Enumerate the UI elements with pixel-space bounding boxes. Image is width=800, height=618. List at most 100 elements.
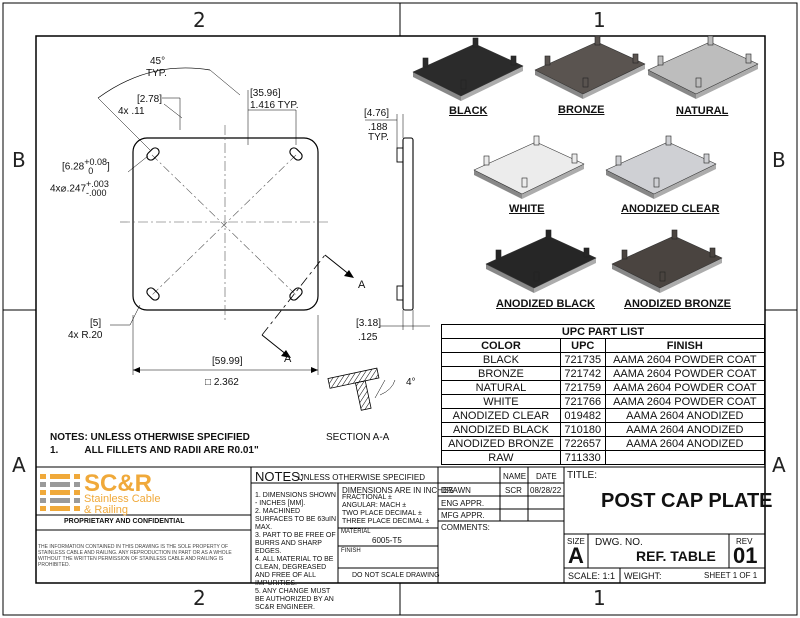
dwg-no-label: DWG. NO.	[595, 537, 643, 548]
material-value: 6005-T5	[372, 536, 402, 545]
upc-cell-upc: 721766	[559, 394, 606, 409]
upc-header-color: COLOR	[441, 338, 561, 353]
upc-cell-color: NATURAL	[441, 380, 561, 395]
zone-left-a: A	[12, 453, 26, 477]
upc-cell-finish: AAMA 2604 ANODIZED	[604, 436, 766, 451]
swatch-label-bronze: BRONZE	[558, 104, 605, 116]
swatch-label-anodized-clear: ANODIZED CLEAR	[621, 203, 720, 215]
name-header: NAME	[503, 472, 527, 481]
zone-bottom-2: 2	[193, 586, 206, 610]
dims-item: ANGULAR: MACH ±	[342, 502, 407, 509]
upc-cell-finish: AAMA 2604 POWDER COAT	[604, 394, 766, 409]
drawn-date: 08/28/22	[530, 486, 562, 495]
upc-cell-color: BLACK	[441, 352, 561, 367]
upc-cell-upc: 721742	[559, 366, 606, 381]
sheet-number: SHEET 1 OF 1	[704, 571, 758, 580]
dims-title: DIMENSIONS ARE IN INCHES	[342, 486, 454, 495]
zone-top-2: 2	[193, 8, 206, 32]
dims-item: FRACTIONAL ±	[342, 494, 392, 501]
logo-line-1: Stainless Cable	[84, 493, 161, 505]
upc-cell-finish: AAMA 2604 ANODIZED	[604, 408, 766, 423]
thick: .125	[358, 332, 378, 343]
swatch-label-black: BLACK	[449, 105, 488, 117]
upc-header-finish: FINISH	[604, 338, 766, 353]
section-mark-top: A	[358, 279, 366, 291]
radius-bracket: [5]	[90, 318, 102, 329]
radius: 4x R.20	[68, 330, 103, 341]
upc-cell-finish: AAMA 2604 ANODIZED	[604, 422, 766, 437]
tab-typ: TYP.	[368, 132, 389, 143]
swatch-label-natural: NATURAL	[676, 105, 729, 117]
zone-right-a: A	[772, 453, 786, 477]
upc-cell-upc: 711330	[559, 450, 606, 465]
width: □ 2.362	[205, 377, 239, 388]
width-bracket: [59.99]	[212, 356, 243, 367]
swatch-label-white: WHITE	[509, 203, 545, 215]
swatch-label-anodized-bronze: ANODIZED BRONZE	[624, 298, 731, 310]
zone-bottom-1: 1	[593, 586, 606, 610]
upc-header-upc: UPC	[559, 338, 606, 353]
tb-note-item: 1. DIMENSIONS SHOWN - INCHES [MM].	[255, 492, 336, 507]
upc-cell-finish: AAMA 2604 POWDER COAT	[604, 352, 766, 367]
rev-value: 01	[733, 543, 758, 568]
upc-cell-color: ANODIZED CLEAR	[441, 408, 561, 423]
dims-list: FRACTIONAL ±ANGULAR: MACH ±TWO PLACE DEC…	[342, 494, 429, 526]
zone-top-1: 1	[593, 8, 606, 32]
eng-appr-label: ENG APPR.	[441, 499, 485, 508]
upc-cell-upc: 721759	[559, 380, 606, 395]
upc-cell-color: ANODIZED BRONZE	[441, 436, 561, 451]
spacing: 1.416 TYP.	[250, 100, 299, 111]
tab-bracket: [4.76]	[364, 108, 390, 119]
title-label: TITLE:	[567, 470, 598, 481]
zone-right-b: B	[772, 148, 786, 172]
thick-bracket: [3.18]	[356, 318, 382, 329]
section-angle: 4°	[406, 377, 416, 388]
drawn-label: DRAWN	[441, 486, 471, 495]
tb-notes-sub: UNLESS OTHERWISE SPECIFIED	[298, 473, 425, 482]
angle-typ: TYP.	[146, 68, 167, 79]
section-mark-bottom: A	[284, 353, 292, 365]
section-title: SECTION A-A	[326, 432, 390, 443]
drawing-notes-title: NOTES: UNLESS OTHERWISE SPECIFIED	[50, 432, 250, 443]
slot-offset: 4x .11	[118, 106, 145, 117]
legal-text: THE INFORMATION CONTAINED IN THIS DRAWIN…	[38, 544, 232, 568]
upc-cell-finish: AAMA 2604 POWDER COAT	[604, 366, 766, 381]
swatch-label-anodized-black: ANODIZED BLACK	[496, 298, 595, 310]
rev-label: REV	[736, 537, 753, 546]
logo-sc-text: SC&R	[84, 470, 153, 497]
weight: WEIGHT:	[624, 571, 662, 581]
date-header: DATE	[536, 472, 557, 481]
mfg-appr-label: MFG APPR.	[441, 511, 485, 520]
upc-table-title: UPC PART LIST	[441, 324, 765, 339]
upc-cell-upc: 710180	[559, 422, 606, 437]
upc-cell-color: WHITE	[441, 394, 561, 409]
upc-cell-upc: 721735	[559, 352, 606, 367]
tb-note-item: 4. ALL MATERIAL TO BE CLEAN, DEGREASED A…	[255, 556, 334, 587]
tb-notes-title: NOTES:	[255, 469, 304, 484]
material-label: MATERIAL	[341, 529, 371, 535]
comments-label: COMMENTS:	[441, 523, 490, 532]
tab: .188	[368, 122, 388, 133]
upc-cell-color: RAW	[441, 450, 561, 465]
finish-label: FINISH	[341, 548, 361, 554]
company-logo-mark	[40, 474, 80, 511]
dims-item: TWO PLACE DECIMAL ±	[342, 510, 422, 517]
do-not-scale: DO NOT SCALE DRAWING	[352, 572, 440, 579]
dims-item: THREE PLACE DECIMAL ±	[342, 518, 430, 525]
proprietary-label: PROPRIETARY AND CONFIDENTIAL	[64, 518, 185, 525]
size-label: SIZE	[567, 537, 585, 546]
angle-dim: 45°	[150, 56, 166, 67]
upc-cell-upc: 722657	[559, 436, 606, 451]
